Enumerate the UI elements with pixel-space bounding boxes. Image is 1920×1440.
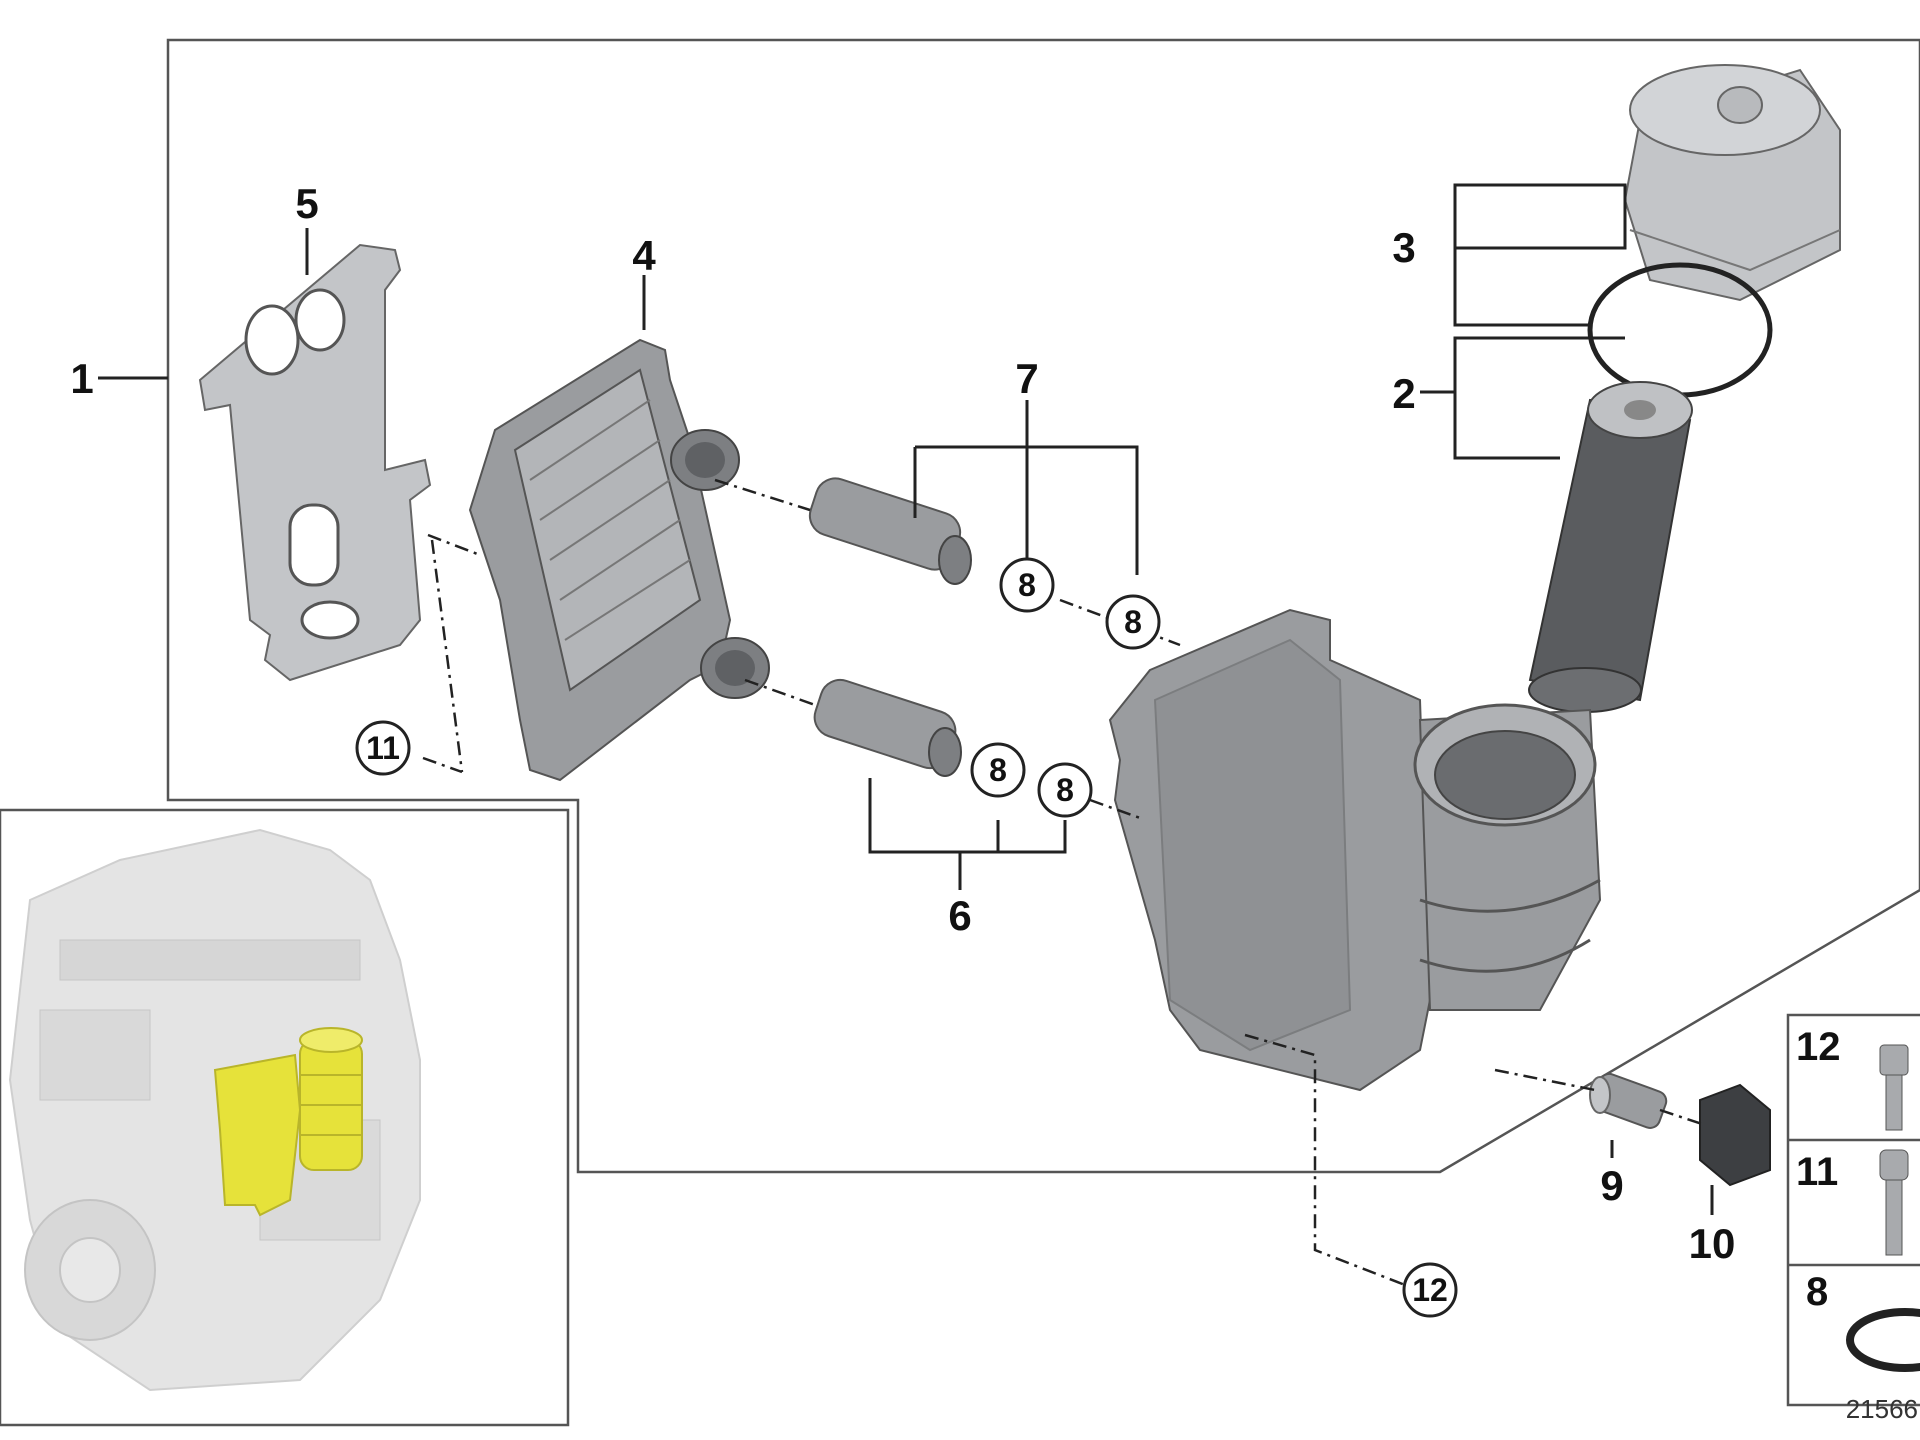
callout-2: 2	[1392, 370, 1415, 417]
callout-8-c: 8	[970, 742, 1026, 798]
image-number: 21566	[1846, 1394, 1918, 1424]
leader-lines	[98, 183, 1714, 1215]
callout-9: 9	[1600, 1162, 1623, 1209]
callout-1: 1	[70, 355, 93, 402]
filter-housing-part	[1108, 608, 1602, 1092]
gasket-part	[198, 243, 432, 682]
legend-label-8: 8	[1806, 1270, 1828, 1314]
oil-cooler-part	[468, 338, 770, 782]
callout-6: 6	[948, 892, 971, 939]
callout-8-d: 8	[1037, 762, 1093, 818]
legend-box	[1786, 1013, 1920, 1407]
assembly-frame	[166, 38, 1920, 1174]
lower-connector-part	[813, 678, 962, 777]
svg-text:12: 12	[1412, 1272, 1448, 1308]
svg-text:11: 11	[366, 730, 400, 766]
callout-4: 4	[632, 232, 656, 279]
callout-12-circle: 12	[1402, 1262, 1458, 1318]
callout-11-circle: 11	[355, 720, 411, 776]
highlighted-filter-housing	[213, 1027, 363, 1217]
callout-8-b: 8	[1105, 594, 1161, 650]
sensor-part-9	[1589, 1072, 1668, 1129]
callout-7: 7	[1015, 355, 1038, 402]
svg-text:8: 8	[989, 752, 1007, 788]
legend-label-11: 11	[1796, 1150, 1838, 1194]
svg-text:8: 8	[1124, 604, 1142, 640]
filter-element-part	[1528, 381, 1693, 713]
callout-3: 3	[1392, 224, 1415, 271]
callout-5: 5	[295, 180, 318, 227]
svg-text:8: 8	[1018, 567, 1036, 603]
upper-connector-part	[808, 477, 972, 585]
engine-inset-frame	[0, 808, 570, 1427]
legend-label-12: 12	[1796, 1025, 1841, 1069]
switch-part-10	[1699, 1083, 1771, 1187]
filter-cap-part	[1623, 64, 1841, 302]
callout-8-a: 8	[999, 557, 1055, 613]
callout-10: 10	[1689, 1220, 1736, 1267]
svg-text:8: 8	[1056, 772, 1074, 808]
